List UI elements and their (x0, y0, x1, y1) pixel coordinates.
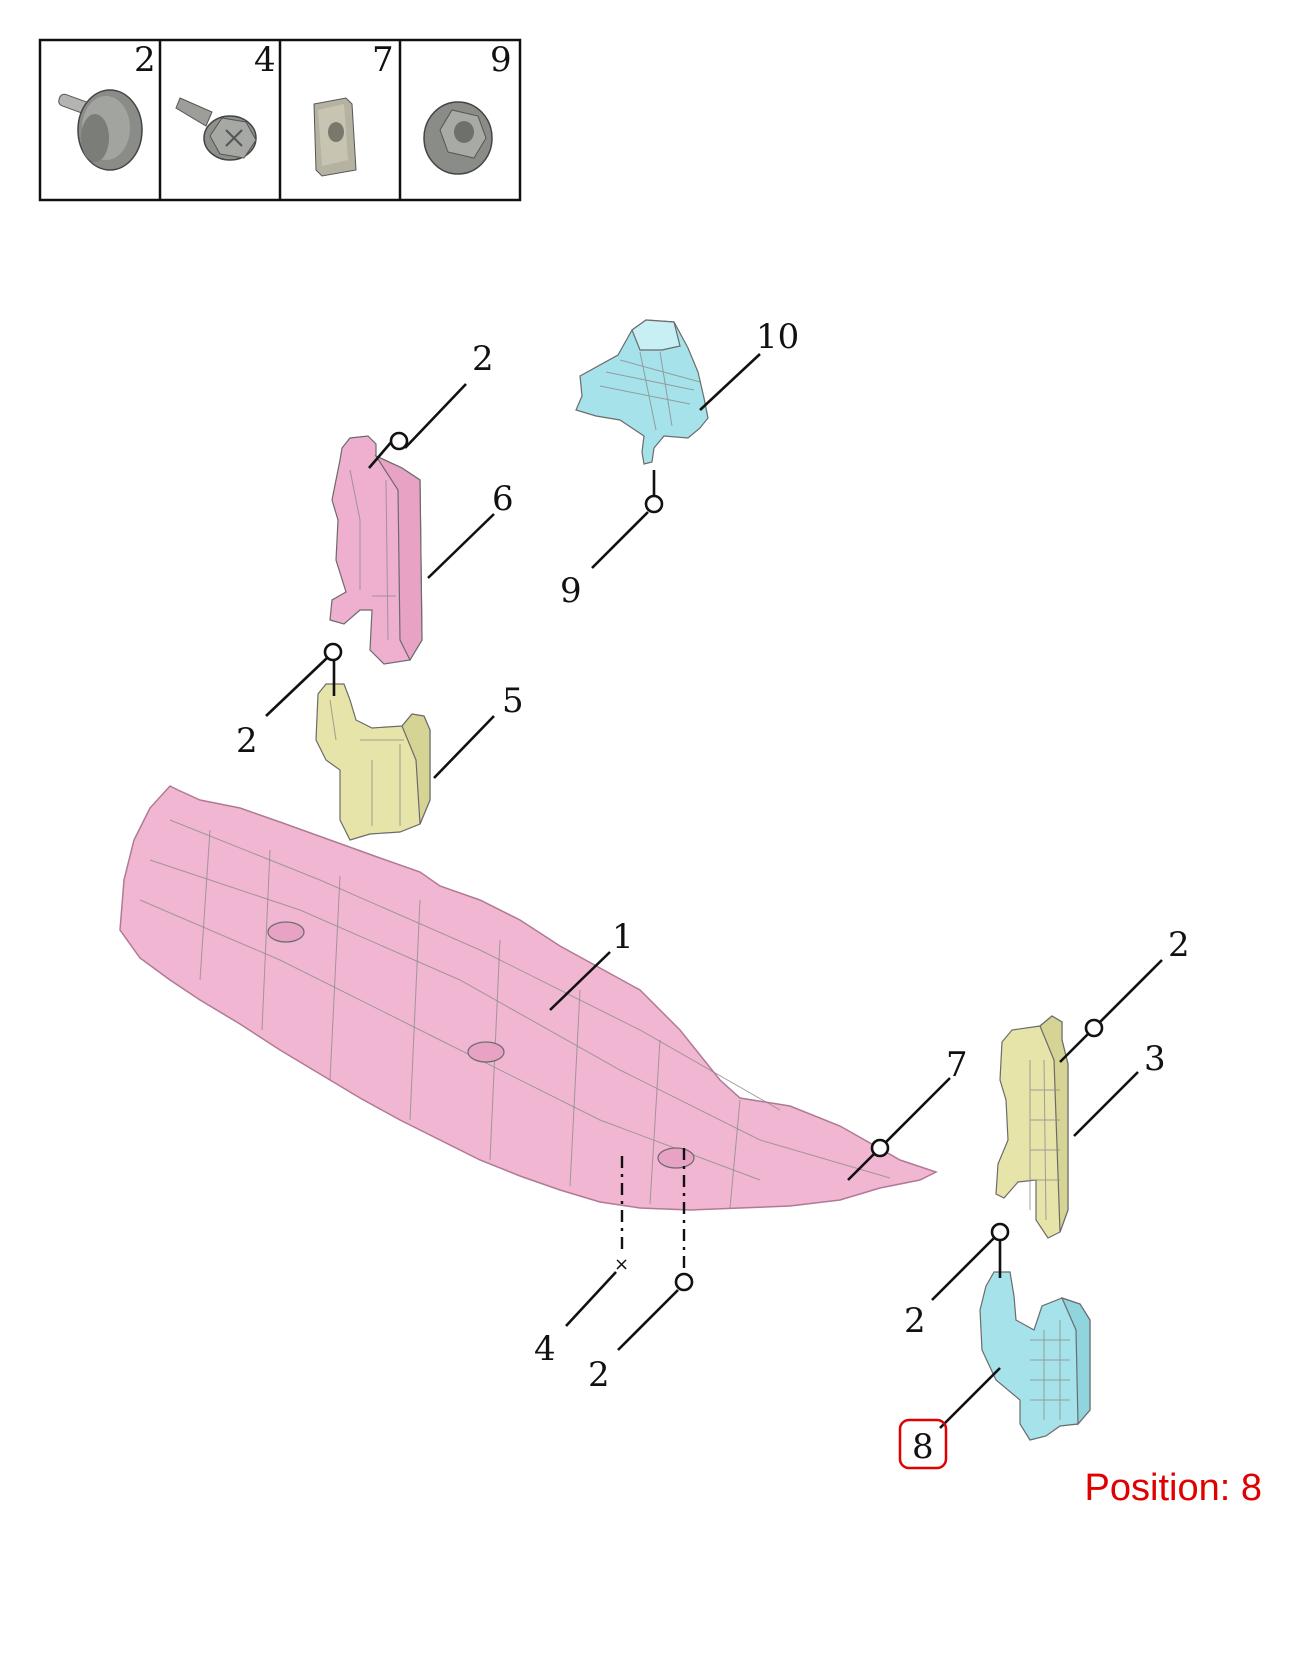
fastener-marker (870, 1138, 890, 1158)
part-8-right-lower-duct[interactable] (979, 1271, 1091, 1441)
flange-bolt-icon (175, 97, 257, 161)
callout-2[interactable]: 2 (904, 1301, 926, 1341)
callout-10[interactable]: 10 (756, 317, 799, 357)
legend-number: 4 (254, 40, 276, 80)
fastener-marker (644, 494, 664, 514)
legend-number: 2 (134, 40, 156, 80)
callout-5[interactable]: 5 (502, 681, 524, 721)
fastener-marker (990, 1222, 1010, 1242)
legend-cell-push-rivet[interactable]: 2 (57, 40, 156, 171)
part-6-left-upper-duct[interactable] (329, 435, 423, 665)
legend-number: 7 (372, 40, 394, 80)
legend-cell-flange-nut[interactable]: 9 (423, 40, 512, 175)
callout-2[interactable]: 2 (588, 1355, 610, 1395)
leader-lines: × (265, 353, 1163, 1429)
part-3-right-upper-duct[interactable] (995, 1015, 1069, 1239)
callout-8: 8 (912, 1427, 934, 1467)
fastener-marker (389, 431, 409, 451)
part-1-underbody-panel[interactable] (119, 785, 938, 1211)
callout-4[interactable]: 4 (534, 1329, 556, 1369)
callout-1[interactable]: 1 (612, 917, 634, 957)
callout-2[interactable]: 2 (236, 721, 258, 761)
highlight-box (898, 1418, 948, 1470)
push-rivet-icon (58, 89, 143, 171)
callout-8-highlighted[interactable]: 8 (898, 1418, 948, 1470)
callout-3[interactable]: 3 (1144, 1039, 1166, 1079)
fastener-legend: 2 4 7 (38, 38, 522, 202)
callout-9[interactable]: 9 (560, 571, 582, 611)
fastener-marker (1084, 1018, 1104, 1038)
fastener-marker (674, 1272, 694, 1292)
flange-nut-icon (423, 101, 493, 175)
callout-2[interactable]: 2 (472, 339, 494, 379)
callout-6[interactable]: 6 (492, 479, 514, 519)
install-lines (620, 1148, 686, 1270)
legend-cell-flange-bolt[interactable]: 4 (175, 40, 276, 161)
part-10-air-guide[interactable] (575, 319, 709, 465)
legend-cell-clip-nut[interactable]: 7 (313, 40, 394, 177)
clip-nut-icon (313, 97, 357, 177)
fastener-marker (323, 642, 343, 662)
callout-7[interactable]: 7 (946, 1045, 968, 1085)
fastener-cross-marker: × (614, 1254, 629, 1275)
legend-number: 9 (490, 40, 512, 80)
callouts: 2 6 10 9 2 5 1 7 2 3 4 2 2 8 (236, 317, 1190, 1470)
callout-2[interactable]: 2 (1168, 925, 1190, 965)
part-5-left-lower-duct[interactable] (315, 683, 431, 841)
position-indicator: Position: 8 (1084, 1467, 1262, 1509)
